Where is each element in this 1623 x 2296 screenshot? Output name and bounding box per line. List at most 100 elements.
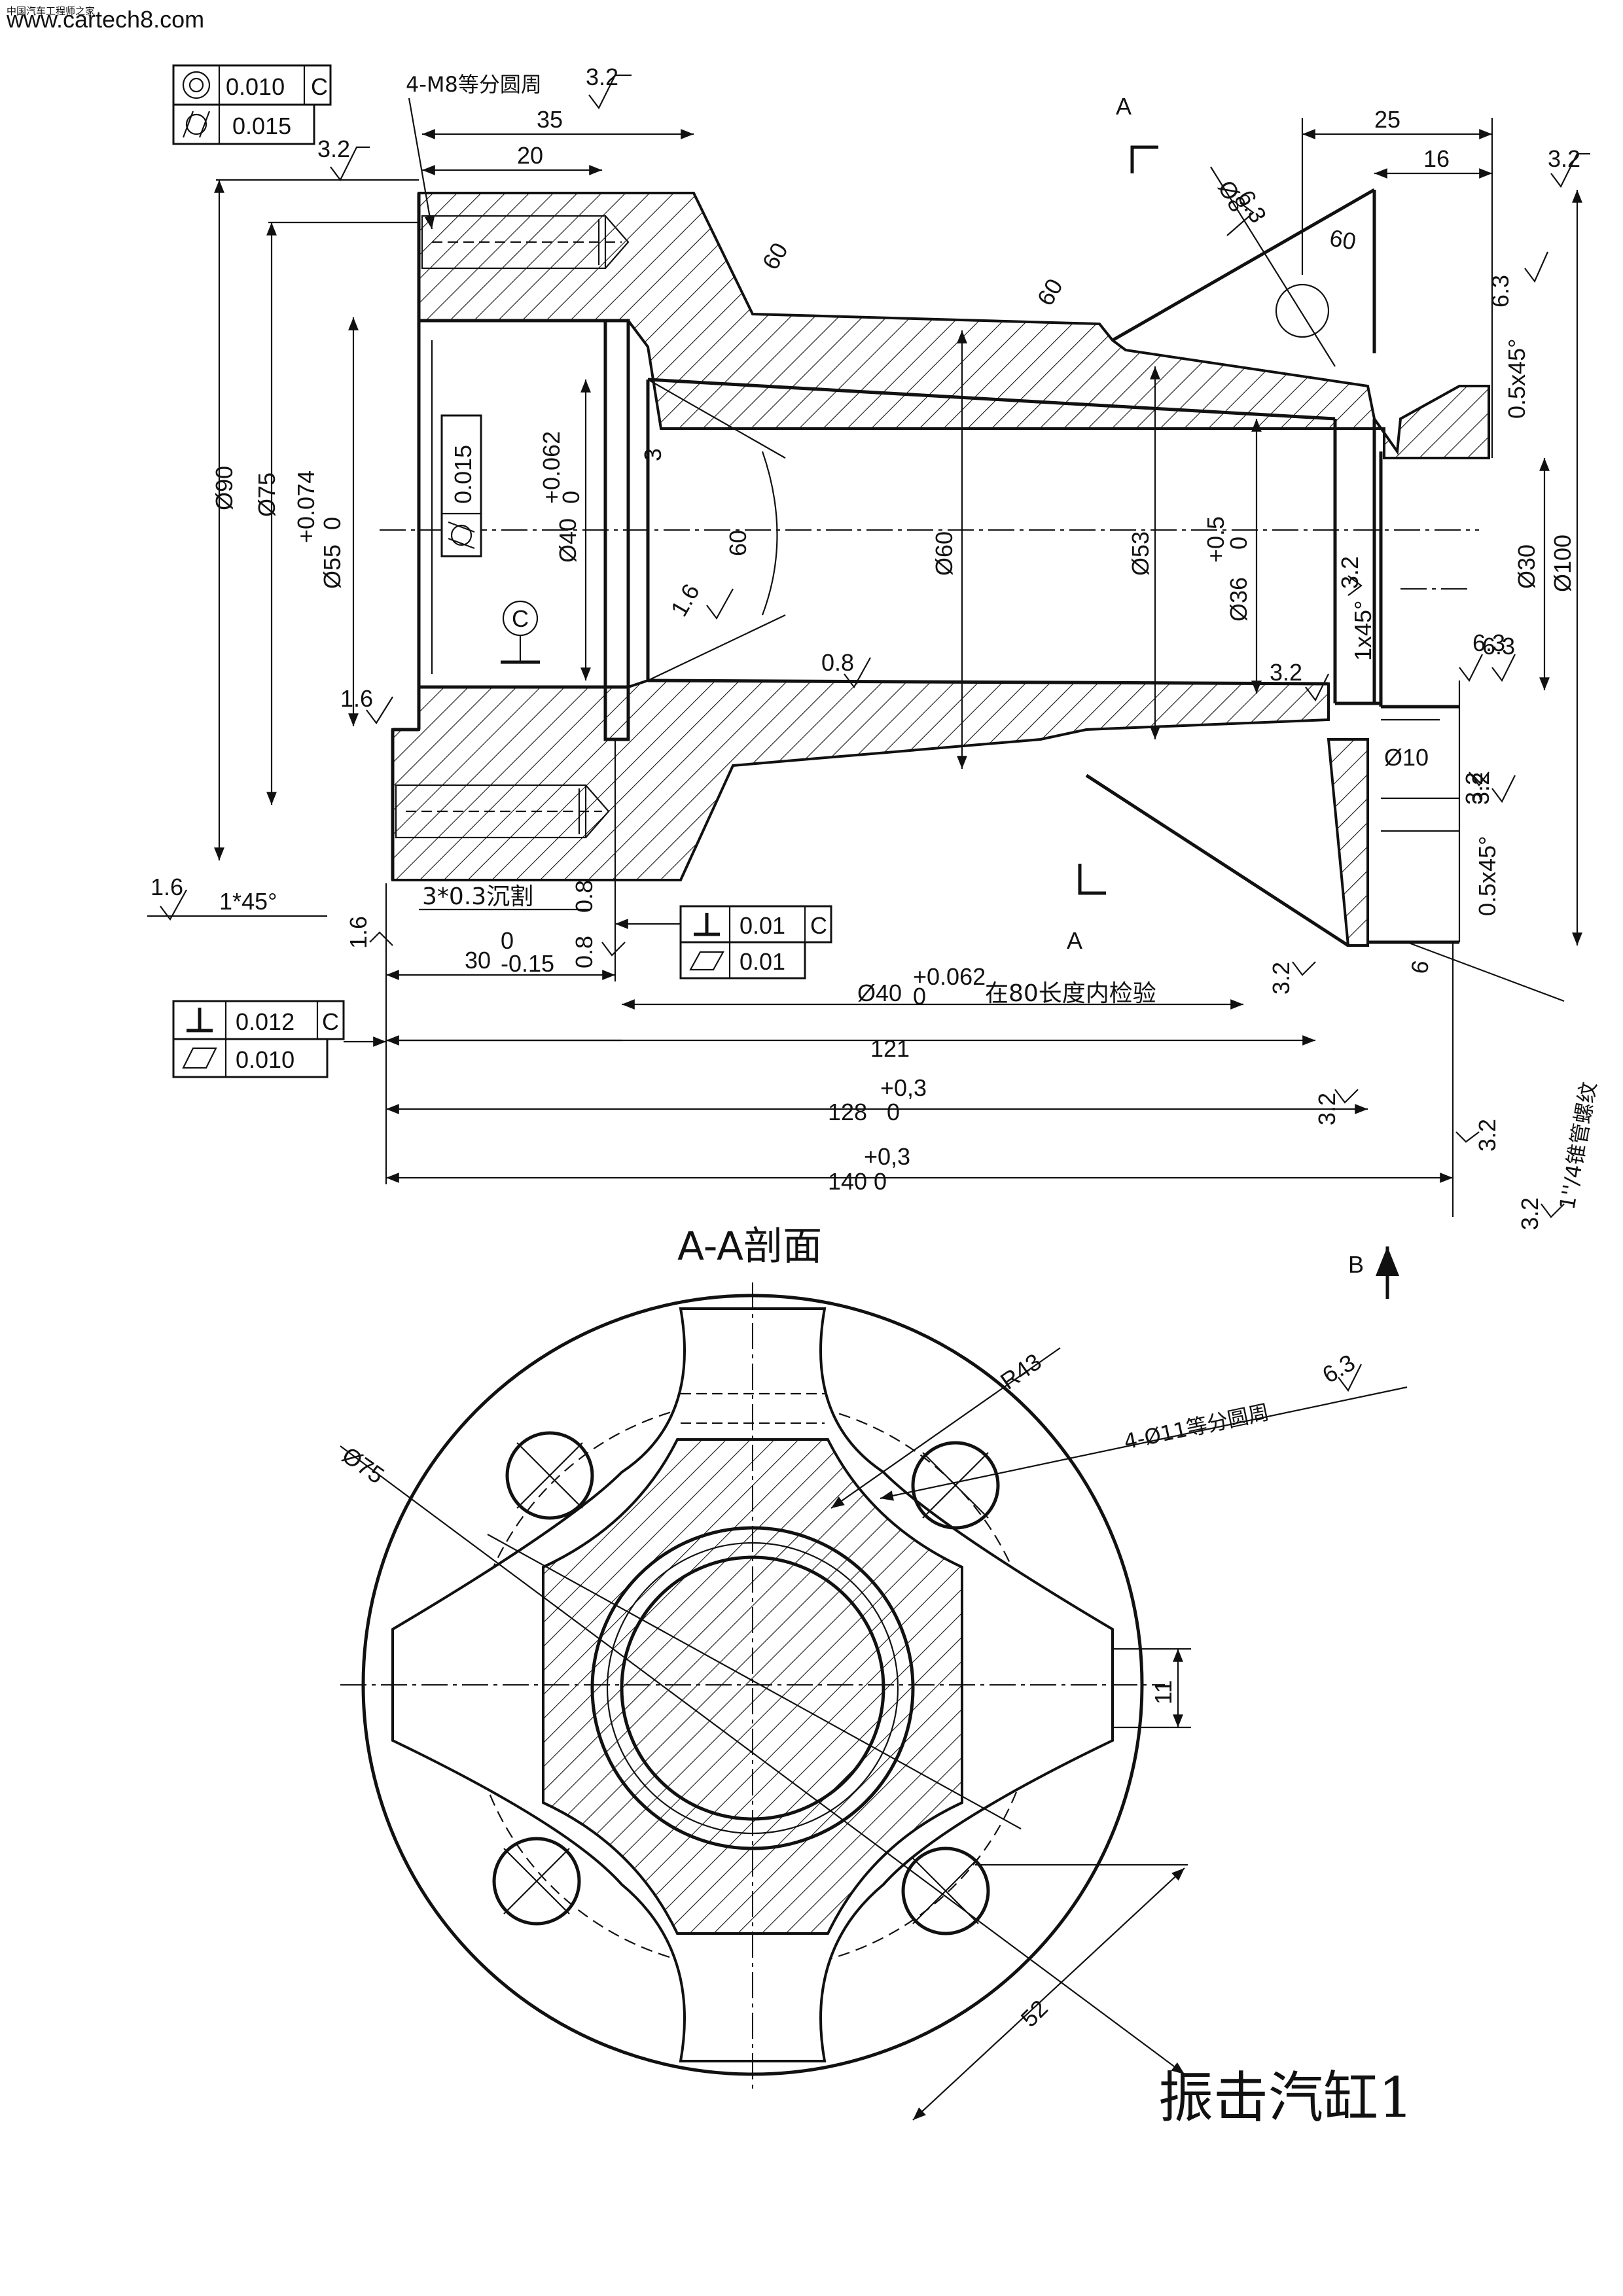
svg-text:www.cartech8.com: www.cartech8.com [6,6,204,33]
cylindricity-icon [448,521,475,550]
bolt-hole [492,1837,581,1926]
svg-text:0.01: 0.01 [740,948,785,975]
dim-121: 121 [870,1035,910,1062]
svg-text:3.2: 3.2 [317,135,350,162]
roughness-symbol: 3.2 [1516,1197,1565,1230]
dim-d10: Ø10 [1384,744,1429,771]
concentricity-icon [182,71,211,99]
dim-angle-60-vent: 60 [1031,274,1068,310]
svg-text:0.015: 0.015 [450,445,476,504]
dim-bore-d40: Ø40 [857,980,902,1006]
roughness-symbol: 6.3 [1487,251,1549,308]
tolerance-frame-bore: 0.015 [440,414,482,557]
svg-text:0.010: 0.010 [226,73,285,100]
dim-d36: Ø36 [1225,577,1252,622]
note-thread-holes: 4-M8等分圆周 [406,72,542,97]
note-countersink: 3*0.3沉割 [422,883,533,910]
svg-text:3.2: 3.2 [1336,556,1363,589]
dim-bore-d40-tol-up: +0.062 [913,963,986,990]
roughness-symbol: 3.2 [317,135,370,182]
right-end-hatch [1327,738,1369,947]
dim-d30: Ø30 [1513,544,1540,589]
chamfer-mid: 1x45° [1349,601,1376,661]
svg-text:0.012: 0.012 [236,1008,294,1035]
svg-text:0.8: 0.8 [571,880,597,913]
flatness-icon [182,1047,217,1069]
tolerance-frame-mid: 0.01 C 0.01 [615,905,832,980]
dim-128-tol-up: +0,3 [880,1074,927,1101]
svg-text:1.6: 1.6 [151,874,183,900]
bolt-hole [901,1846,990,1935]
roughness-symbol: 3.2 [1270,659,1329,702]
svg-text:1.6: 1.6 [665,579,705,621]
dim-d36-tol-lo: 0 [1225,537,1252,550]
section-mark-a-bottom: A [1067,927,1082,954]
datum-c: C [501,600,540,664]
section-marks: A A B [1067,93,1399,1299]
section-dim-d75: Ø75 [337,1441,389,1489]
roughness-symbol: 6.3 [1318,1349,1362,1392]
dim-d40: Ø40 [554,518,581,563]
svg-text:1.6: 1.6 [345,916,372,949]
dim-140-tol-lo: 0 [874,1168,887,1195]
main-section-view [380,166,1490,947]
svg-text:6.3: 6.3 [1487,275,1514,308]
tolerance-frame-top-left: 0.010 C 0.015 [172,64,332,145]
flatness-icon [689,951,724,971]
note-holes-section: 4-Ø11等分圆周 [1122,1400,1272,1455]
dim-angle-60-top: 60 [1328,224,1359,255]
roughness-symbol: 3.2 [586,63,632,110]
dim-128-tol-lo: 0 [887,1099,900,1125]
section-mark-b: B [1348,1251,1364,1278]
section-title: A-A剖面 [677,1224,822,1269]
note-bore-check: 在80长度内检验 [985,980,1156,1007]
upper-wall-hatch [418,192,1490,459]
roughness-symbol: 0.8 [821,649,871,689]
dim-d55-tol-lo: 0 [319,517,346,530]
length-dimension-lines [385,118,1493,1217]
section-a-a-view: R43 Ø75 11 52 4-Ø11等分圆周 [337,1282,1408,2121]
roughness-symbol: 1.6 [151,874,187,921]
dim-140-tol-up: +0,3 [864,1143,910,1170]
roughness-symbol: 3.2 [1455,1119,1501,1152]
roughness-symbol: 3.2 [1268,961,1316,995]
roughness-symbol: 3.2 [1548,145,1590,188]
dim-d36-tol-up: +0.5 [1202,516,1229,563]
roughness-symbol: 3.2 [1461,771,1489,805]
tolerance-frame-bottom-left: 0.012 C 0.010 [172,1000,386,1078]
cylindricity-icon [182,111,211,138]
section-dim-52: 52 [1016,1994,1053,2032]
dim-20: 20 [517,142,543,169]
dim-angle-60-flange: 60 [757,238,793,274]
dim-d40-tol-lo: 0 [558,491,584,504]
svg-text:0.8: 0.8 [821,649,854,676]
dim-30-tol-up: 0 [501,927,514,954]
section-dim-11: 11 [1150,1680,1177,1704]
dim-0-8: 0.8 [571,936,597,968]
dim-d100: Ø100 [1549,535,1576,592]
dim-25: 25 [1374,106,1400,133]
dim-6: 6 [1406,959,1435,976]
dim-d60: Ø60 [931,531,957,576]
svg-text:中国汽车工程师之家: 中国汽车工程师之家 [7,5,95,17]
bolt-hole [505,1431,594,1520]
drawing-title: 振击汽缸1 [1158,2066,1413,2130]
svg-text:0.01: 0.01 [740,912,785,939]
svg-text:6.3: 6.3 [1318,1349,1360,1388]
svg-text:3.2: 3.2 [1467,772,1494,805]
svg-text:C: C [810,912,827,939]
bolt-hole [911,1441,1000,1530]
svg-text:3.2: 3.2 [1461,772,1488,805]
svg-text:C: C [322,1008,339,1035]
svg-text:6.3: 6.3 [1482,633,1515,660]
svg-text:C: C [512,605,529,632]
dim-d53: Ø53 [1127,531,1154,576]
chamfer-top: 0.5x45° [1503,339,1530,419]
svg-text:1.6: 1.6 [340,685,373,712]
dim-3: 3 [639,448,666,461]
dim-d90: Ø90 [211,466,238,510]
dim-d55-tol-up: +0.074 [293,470,319,543]
dim-140: 140 [828,1168,867,1195]
chamfer-bottom: 0.5x45° [1474,836,1501,916]
